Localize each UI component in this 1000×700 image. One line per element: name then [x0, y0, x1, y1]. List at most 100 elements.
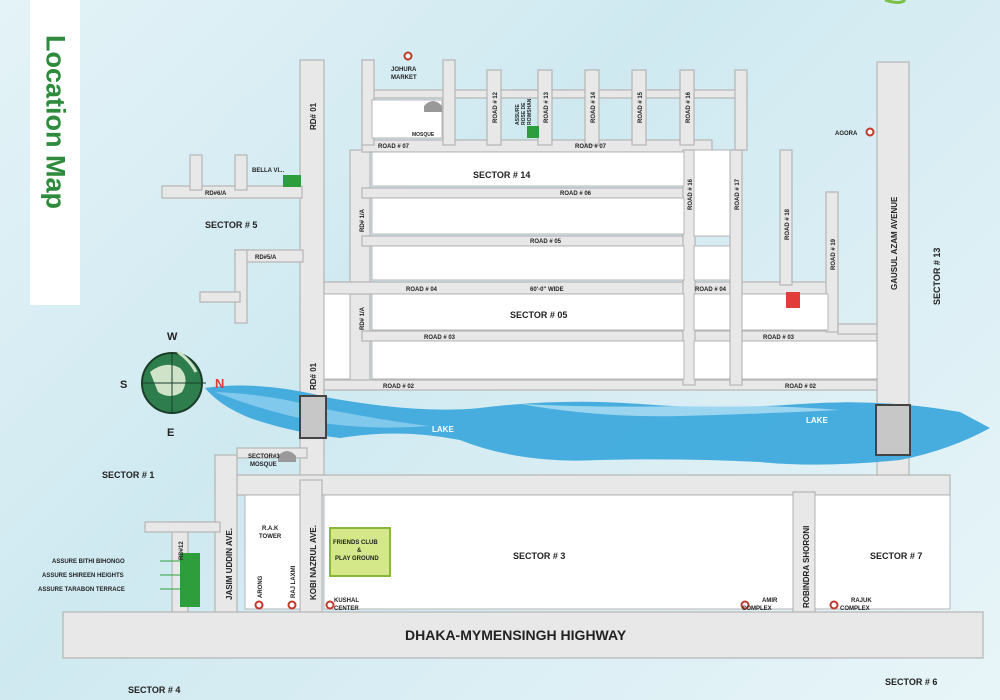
- block: [371, 245, 685, 281]
- place-label: ASSURE: [515, 103, 521, 125]
- road-07: [361, 139, 713, 153]
- block: [741, 293, 829, 331]
- road-15: [631, 69, 647, 146]
- place-label: RAJ LAXMI: [291, 565, 297, 598]
- avenue-label: ROBINDRA SHORONI: [802, 526, 811, 608]
- road-south-main: [214, 474, 951, 496]
- mosque-icon: [424, 101, 442, 112]
- road-label: ROAD # 02: [383, 384, 415, 390]
- friends-club-box: [329, 527, 391, 577]
- poi-icon: [865, 127, 875, 137]
- project-red-marker: [786, 292, 800, 308]
- place-label: CENTER: [334, 606, 359, 612]
- poi-icon: [287, 600, 297, 610]
- map-title: Location Map: [40, 35, 71, 209]
- road-16-top: [679, 69, 695, 146]
- road-label: 60'-0" WIDE: [530, 287, 564, 293]
- poi-icon: [325, 600, 335, 610]
- highway-label: DHAKA-MYMENSINGH HIGHWAY: [405, 627, 627, 643]
- sector-4-label: SECTOR # 4: [128, 685, 180, 695]
- sector-7-label: SECTOR # 7: [870, 551, 922, 561]
- road-label: ROAD # 02: [785, 384, 817, 390]
- road-5a-h: [199, 291, 241, 303]
- place-label: BELLA VI...: [252, 168, 284, 174]
- road-label: ROAD # 18: [785, 208, 791, 240]
- block: [323, 494, 794, 610]
- side-banner: Location Map: [30, 0, 80, 305]
- place-label: COMPLEX: [840, 606, 870, 612]
- avenue-label: JASIM UDDIN AVE.: [225, 528, 234, 600]
- road-label: RD# 1/A: [360, 306, 366, 330]
- sector-13-label: SECTOR # 13: [932, 248, 942, 305]
- place-label: R.A.K: [262, 526, 279, 532]
- place-label: ROWSHAN: [527, 98, 533, 125]
- road-18: [779, 149, 793, 286]
- road-label: RD# 01: [309, 362, 318, 390]
- block: [371, 293, 685, 331]
- leader-lines: [160, 560, 181, 590]
- compass-north: N: [215, 376, 224, 391]
- place-label: MARKET: [391, 75, 417, 81]
- road-label: RD#12: [179, 541, 185, 560]
- block: [693, 293, 731, 331]
- city-blocks: [244, 99, 951, 610]
- block: [371, 151, 685, 187]
- sector-6-label: SECTOR # 6: [885, 677, 937, 687]
- sector-1-label: SECTOR # 1: [102, 470, 154, 480]
- place-label: FRIENDS CLUB: [333, 540, 378, 546]
- road-05: [361, 235, 693, 247]
- compass-globe-icon: [141, 350, 206, 414]
- place-label: MOSQUE: [412, 132, 435, 138]
- bella-building: [283, 175, 301, 187]
- road-label: ROAD # 07: [378, 144, 410, 150]
- poi-icon: [254, 600, 264, 610]
- poi-icon: [740, 600, 750, 610]
- place-label: &: [357, 548, 362, 554]
- place-label: ASSURE BITHI BIHONGO: [52, 559, 125, 565]
- road-19-link: [837, 323, 881, 335]
- road-04: [323, 281, 830, 295]
- highway: [62, 611, 984, 659]
- avenue-label: KOBI NAZRUL AVE.: [309, 525, 318, 600]
- place-label: ROSE DE: [521, 102, 527, 125]
- road-label: ROAD # 14: [591, 91, 597, 123]
- road-label: ROAD # 04: [406, 287, 438, 293]
- road-6a-v: [189, 154, 203, 191]
- road-s3mosque: [236, 447, 308, 459]
- bridge-left: [299, 395, 327, 439]
- bridge-right: [875, 404, 911, 456]
- poi-markers: [254, 51, 875, 610]
- sector-14-label: SECTOR # 14: [473, 170, 530, 180]
- block: [693, 245, 731, 281]
- place-label: TOWER: [259, 534, 282, 540]
- road-label: ROAD # 19: [831, 238, 837, 270]
- road-label: ROAD # 03: [424, 335, 456, 341]
- poi-icon: [403, 51, 413, 61]
- poi-icon: [829, 600, 839, 610]
- place-label: RAJUK: [851, 598, 872, 604]
- sector3-mosque-label: SECTOR#3: [248, 454, 280, 460]
- sector3-mosque-label2: MOSQUE: [250, 462, 277, 468]
- sector-5-label: SECTOR # 5: [205, 220, 257, 230]
- road-label: ROAD # 03: [763, 335, 795, 341]
- road-label: ROAD # 16: [688, 178, 694, 210]
- leaf-accent: [884, 0, 907, 4]
- sector-05-label: SECTOR # 05: [510, 310, 567, 320]
- road-label: ROAD # 13: [544, 91, 550, 123]
- avenue-label: GAUSUL AZAM AVENUE: [890, 196, 899, 290]
- place-label: AMIR: [762, 598, 778, 604]
- compass-east: E: [167, 427, 174, 439]
- lake-water: [205, 385, 990, 465]
- block: [741, 340, 878, 380]
- road-label: ROAD # 04: [695, 287, 727, 293]
- lake-highlight: [520, 404, 840, 417]
- block: [371, 197, 685, 235]
- road-12: [486, 69, 502, 146]
- lake-label: LAKE: [432, 425, 454, 434]
- road-label: ROAD # 15: [638, 91, 644, 123]
- mosque-icon: [278, 451, 296, 462]
- place-label: ASSURE TARABON TERRACE: [38, 587, 125, 593]
- block: [371, 340, 685, 380]
- road-rd12-h: [144, 521, 221, 533]
